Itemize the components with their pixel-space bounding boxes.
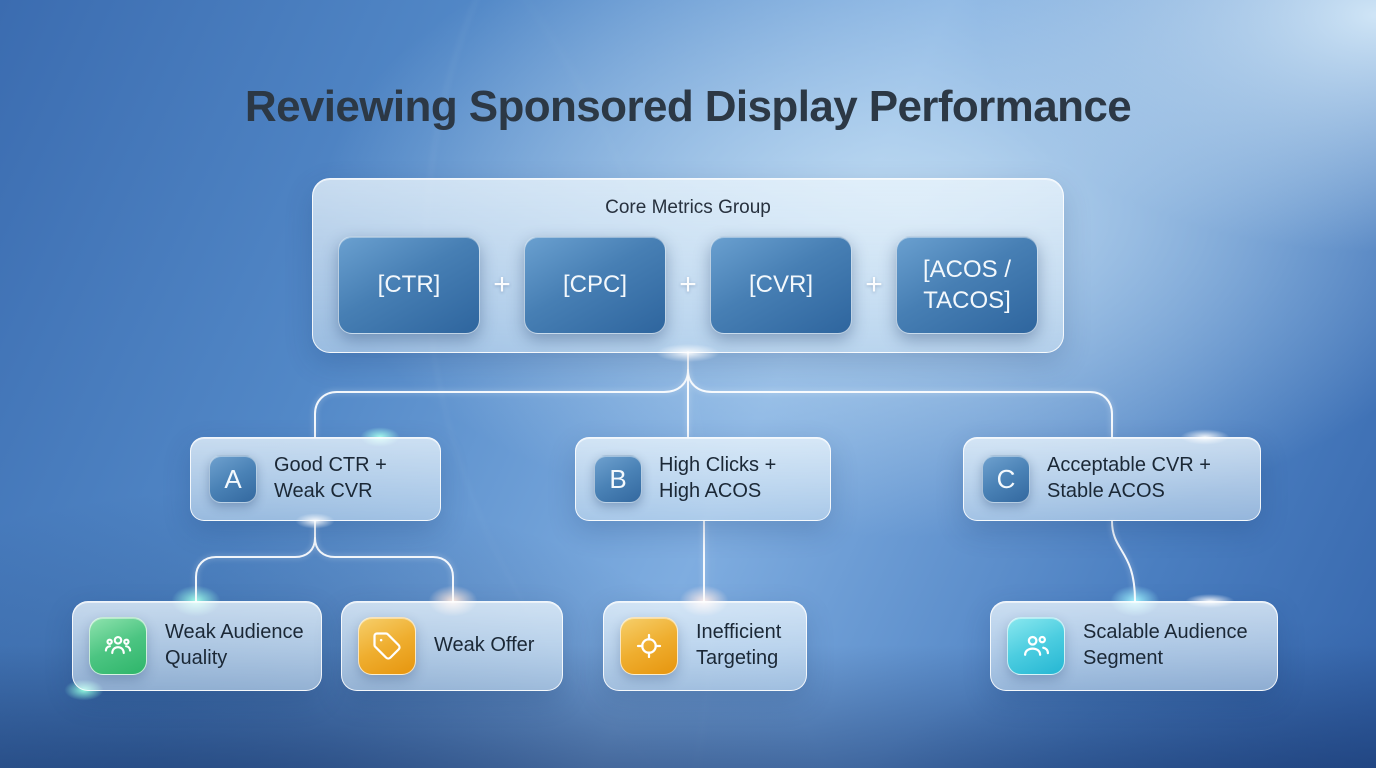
branch-c-label: Acceptable CVR + Stable ACOS	[1047, 454, 1211, 502]
metric-label: [ACOS / TACOS]	[922, 255, 1012, 314]
branch-c-card: C Acceptable CVR + Stable ACOS	[963, 437, 1261, 521]
target-icon	[620, 617, 678, 675]
outcome-weak-offer-card: Weak Offer	[341, 601, 563, 691]
price-tag-icon	[358, 617, 416, 675]
metric-label: [CVR]	[748, 271, 813, 299]
core-metrics-panel: Core Metrics Group [CTR] + [CPC] + [CVR]…	[312, 178, 1064, 353]
plus-separator: +	[679, 268, 697, 301]
outcome-label: Inefficient Targeting	[696, 621, 782, 669]
metric-box-cvr: [CVR]	[710, 236, 852, 334]
metric-box-cpc: [CPC]	[524, 236, 666, 334]
branch-c-badge: C	[982, 455, 1030, 503]
plus-separator: +	[493, 268, 511, 301]
metric-label: [CTR]	[377, 271, 441, 299]
metrics-row: [CTR] + [CPC] + [CVR] + [ACOS / TACOS]	[313, 236, 1063, 334]
plus-separator: +	[865, 268, 883, 301]
users-icon	[1007, 617, 1065, 675]
branch-a-card: A Good CTR + Weak CVR	[190, 437, 441, 521]
core-metrics-title: Core Metrics Group	[605, 197, 771, 218]
outcome-inefficient-targeting-card: Inefficient Targeting	[603, 601, 807, 691]
outcome-label: Weak Offer	[434, 634, 535, 657]
outcome-label: Weak Audience Quality	[165, 621, 304, 669]
branch-b-badge: B	[594, 455, 642, 503]
metric-box-acos-tacos: [ACOS / TACOS]	[896, 236, 1038, 334]
branch-b-card: B High Clicks + High ACOS	[575, 437, 831, 521]
outcome-weak-audience-quality-card: Weak Audience Quality	[72, 601, 322, 691]
branch-a-label: Good CTR + Weak CVR	[274, 454, 387, 502]
page-title: Reviewing Sponsored Display Performance	[244, 82, 1132, 131]
branch-b-label: High Clicks + High ACOS	[659, 454, 777, 502]
outcome-scalable-audience-segment-card: Scalable Audience Segment	[990, 601, 1278, 691]
outcome-label: Scalable Audience Segment	[1083, 621, 1248, 669]
metric-box-ctr: [CTR]	[338, 236, 480, 334]
audience-group-icon	[89, 617, 147, 675]
metric-label: [CPC]	[562, 271, 627, 299]
branch-a-badge: A	[209, 455, 257, 503]
